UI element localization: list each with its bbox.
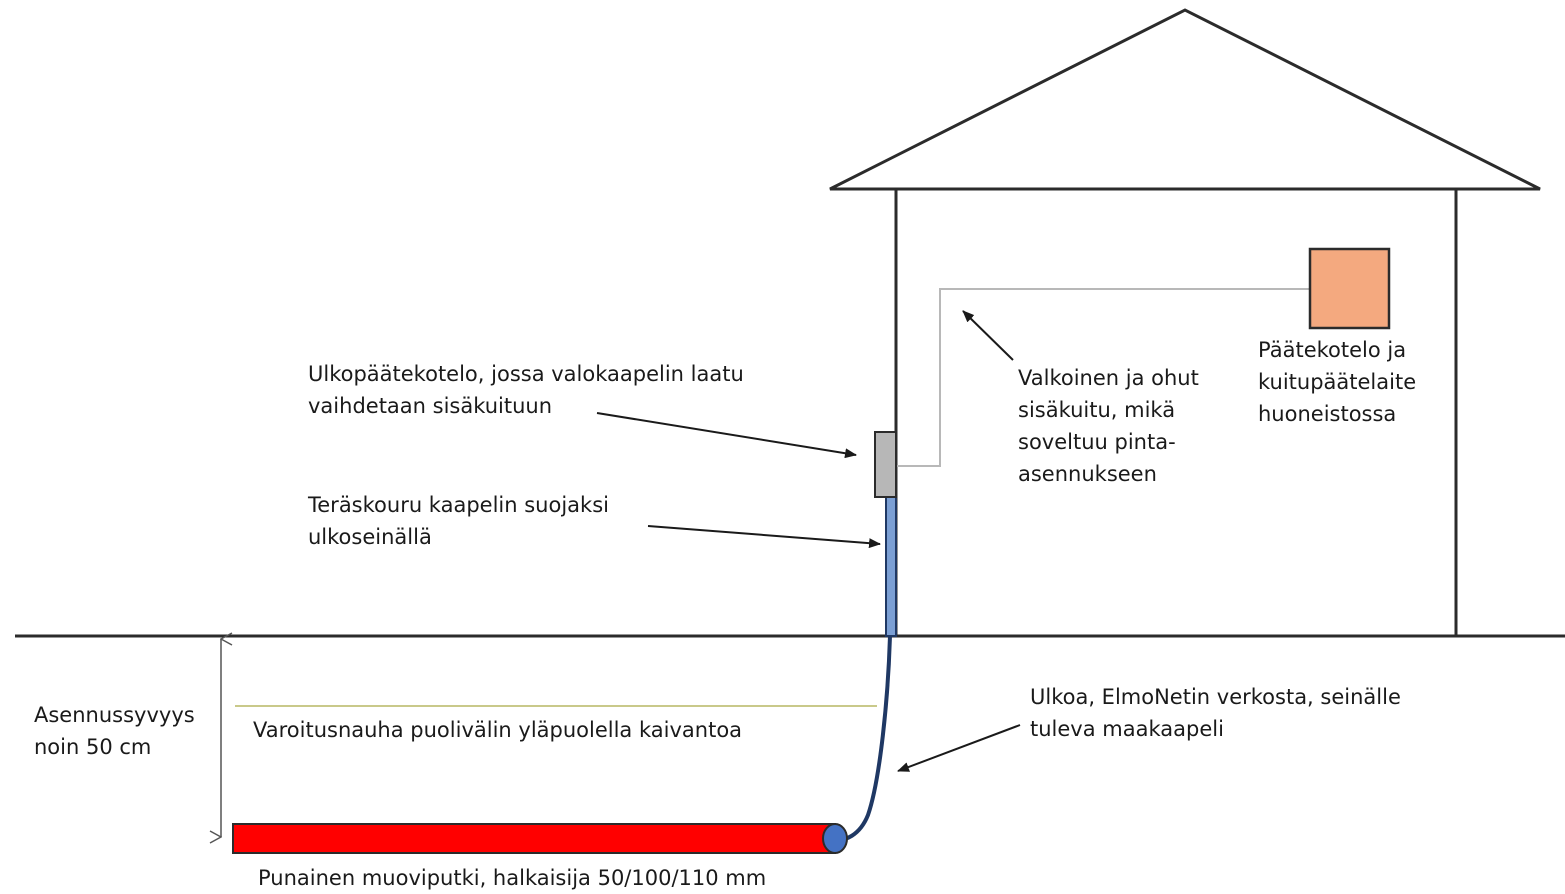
label-pipe-text: Punainen muoviputki, halkaisija 50/100/1… <box>258 866 767 890</box>
ground-cable <box>831 635 892 843</box>
label-warning-tape-text: Varoitusnauha puolivälin yläpuolella kai… <box>253 718 743 742</box>
label-outdoor-enclosure: Ulkopäätekotelo, jossa valokaapelin laat… <box>308 358 744 422</box>
label-ground-cable-line2: tuleva maakaapeli <box>1030 717 1224 741</box>
label-steel-channel-line2: ulkoseinällä <box>308 525 432 549</box>
label-indoor-fiber-line4: asennukseen <box>1018 462 1157 486</box>
label-outdoor-enclosure-line1: Ulkopäätekotelo, jossa valokaapelin laat… <box>308 362 744 386</box>
label-steel-channel-line1: Teräskouru kaapelin suojaksi <box>308 493 609 517</box>
label-steel-channel: Teräskouru kaapelin suojaksi ulkoseinäll… <box>308 489 609 553</box>
label-depth-line2: noin 50 cm <box>34 735 152 759</box>
label-indoor-fiber-line1: Valkoinen ja ohut <box>1018 366 1199 390</box>
label-terminal-box-line3: huoneistossa <box>1258 402 1397 426</box>
label-indoor-fiber: Valkoinen ja ohut sisäkuitu, mikä sovelt… <box>1018 362 1199 490</box>
label-terminal-box: Päätekotelo ja kuitupäätelaite huoneisto… <box>1258 334 1416 430</box>
label-depth-line1: Asennussyvyys <box>34 703 195 727</box>
label-outdoor-enclosure-line2: vaihdetaan sisäkuituun <box>308 394 553 418</box>
arrow-ground-cable <box>897 724 1021 772</box>
label-pipe: Punainen muoviputki, halkaisija 50/100/1… <box>258 862 766 894</box>
arrow-indoor-fiber <box>962 310 1014 361</box>
red-pipe <box>232 823 836 854</box>
indoor-fiber-line <box>896 288 1310 467</box>
label-ground-cable-line1: Ulkoa, ElmoNetin verkosta, seinälle <box>1030 685 1401 709</box>
label-indoor-fiber-line3: soveltuu pinta- <box>1018 430 1176 454</box>
pipe-end <box>822 823 848 854</box>
label-terminal-box-line1: Päätekotelo ja <box>1258 338 1407 362</box>
house-roof <box>829 8 1541 191</box>
label-indoor-fiber-line2: sisäkuitu, mikä <box>1018 398 1176 422</box>
label-warning-tape: Varoitusnauha puolivälin yläpuolella kai… <box>253 714 742 746</box>
terminal-box <box>1308 247 1391 330</box>
steel-channel <box>885 496 897 637</box>
outdoor-enclosure <box>874 431 897 498</box>
label-terminal-box-line2: kuitupäätelaite <box>1258 370 1417 394</box>
label-ground-cable: Ulkoa, ElmoNetin verkosta, seinälle tule… <box>1030 681 1401 745</box>
arrow-outdoor-enclosure <box>596 412 857 459</box>
label-depth: Asennussyvyys noin 50 cm <box>34 699 195 763</box>
arrow-steel-channel <box>647 525 881 549</box>
